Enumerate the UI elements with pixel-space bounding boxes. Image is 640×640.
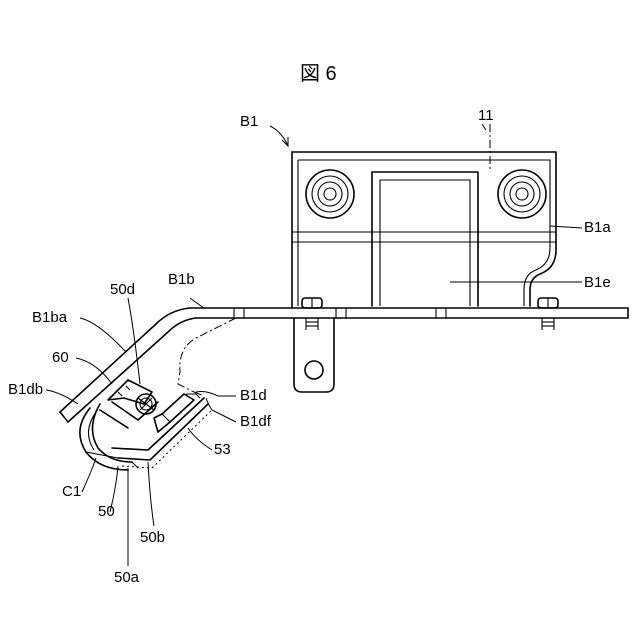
label-53: 53 bbox=[214, 441, 231, 458]
label-b1d: B1d bbox=[240, 387, 267, 404]
label-50b: 50b bbox=[140, 529, 165, 546]
reference-labels: B1 11 B1a B1e B1b 50d B1ba 60 B1db B1d B… bbox=[8, 107, 611, 586]
nut-right bbox=[498, 170, 546, 218]
label-b1df: B1df bbox=[240, 413, 272, 430]
nut-left bbox=[306, 170, 354, 218]
label-b1: B1 bbox=[240, 113, 258, 130]
screw-center bbox=[302, 298, 322, 330]
label-b1a: B1a bbox=[584, 219, 611, 236]
label-11: 11 bbox=[478, 107, 494, 124]
label-b1b: B1b bbox=[168, 271, 195, 288]
mounting-tab bbox=[294, 318, 334, 392]
figure-title: 図 6 bbox=[300, 63, 337, 85]
label-50: 50 bbox=[98, 503, 115, 520]
screw-right bbox=[538, 298, 558, 330]
label-b1db: B1db bbox=[8, 381, 43, 398]
label-50d: 50d bbox=[110, 281, 135, 298]
leader-lines bbox=[46, 124, 582, 566]
label-c1: C1 bbox=[62, 483, 81, 500]
channel-b1e bbox=[372, 172, 478, 306]
hidden-outline-b1d bbox=[178, 318, 236, 392]
label-b1ba: B1ba bbox=[32, 309, 68, 326]
label-50a: 50a bbox=[114, 569, 140, 586]
bracket-body-b1a bbox=[292, 152, 556, 308]
label-b1e: B1e bbox=[584, 274, 611, 291]
label-60: 60 bbox=[52, 349, 69, 366]
